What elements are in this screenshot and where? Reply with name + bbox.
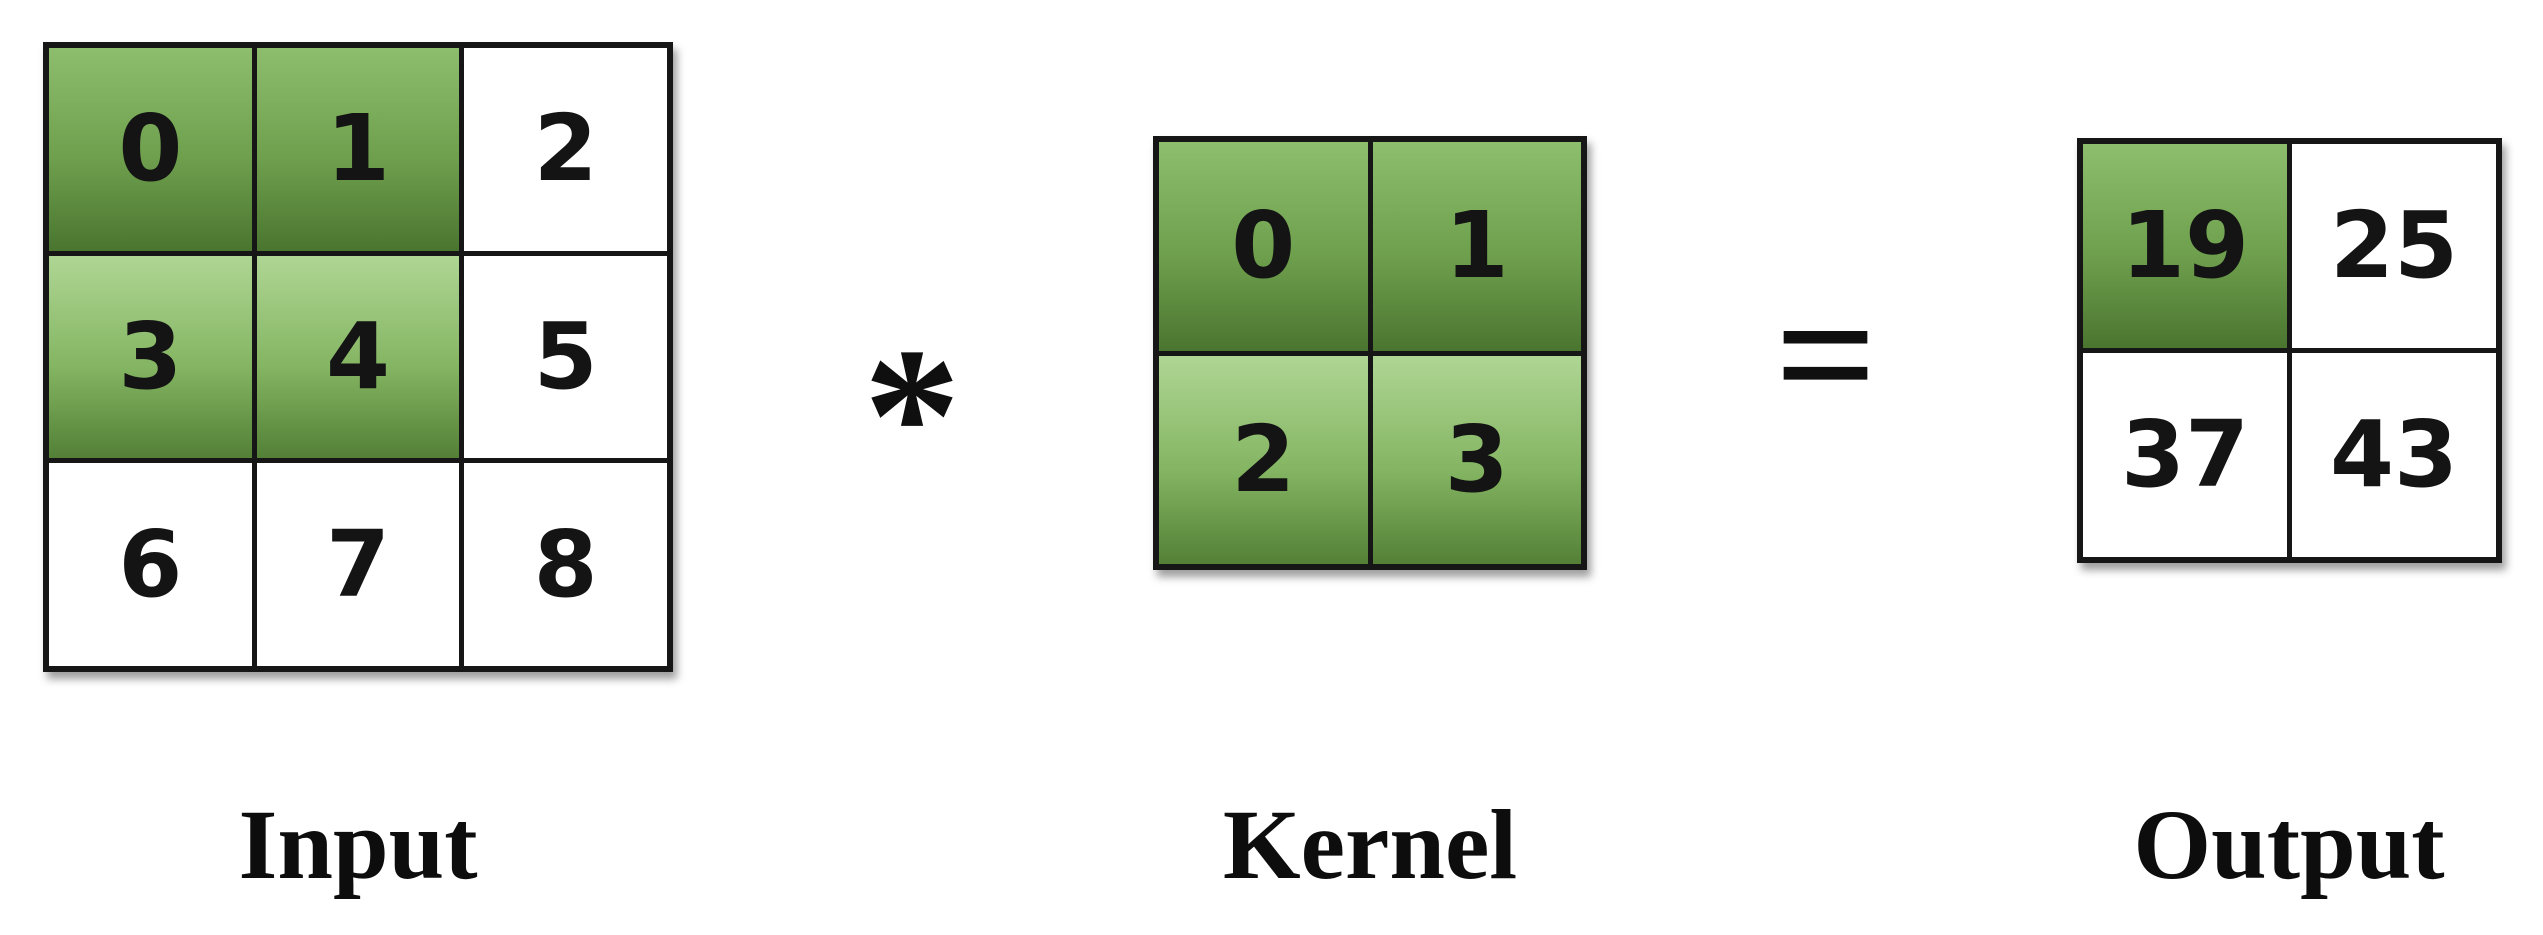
output-label: Output	[2133, 789, 2445, 900]
input-cell-r1c1: 4	[256, 255, 460, 459]
input-cell-r2c2: 8	[464, 463, 667, 666]
asterisk-glyph: *	[863, 307, 961, 524]
input-cell-r2c0: 6	[49, 463, 252, 666]
kernel-cell-r0c0: 0	[1159, 142, 1368, 351]
output-cell-r1c1: 43	[2292, 353, 2496, 557]
kernel-cell-r0c1: 1	[1372, 142, 1581, 351]
input-cell-r0c2: 2	[464, 48, 667, 251]
equals-glyph: =	[1774, 255, 1878, 454]
output-cell-r1c0: 37	[2083, 353, 2287, 557]
output-cell-r0c0: 19	[2083, 144, 2287, 348]
input-cell-r1c2: 5	[464, 255, 667, 459]
convolution-operator: *	[832, 284, 992, 513]
kernel-cell-r1c0: 2	[1159, 355, 1368, 564]
input-cell-r2c1: 7	[256, 463, 460, 666]
output-cell-r0c1: 25	[2292, 144, 2496, 348]
input-cell-r0c1: 1	[256, 48, 460, 251]
kernel-cell-r1c1: 3	[1372, 355, 1581, 564]
equals-operator: =	[1756, 265, 1896, 445]
kernel-label: Kernel	[1222, 789, 1518, 900]
input-cell-r1c0: 3	[49, 255, 252, 459]
input-cell-r0c0: 0	[49, 48, 252, 251]
input-label: Input	[238, 789, 478, 900]
